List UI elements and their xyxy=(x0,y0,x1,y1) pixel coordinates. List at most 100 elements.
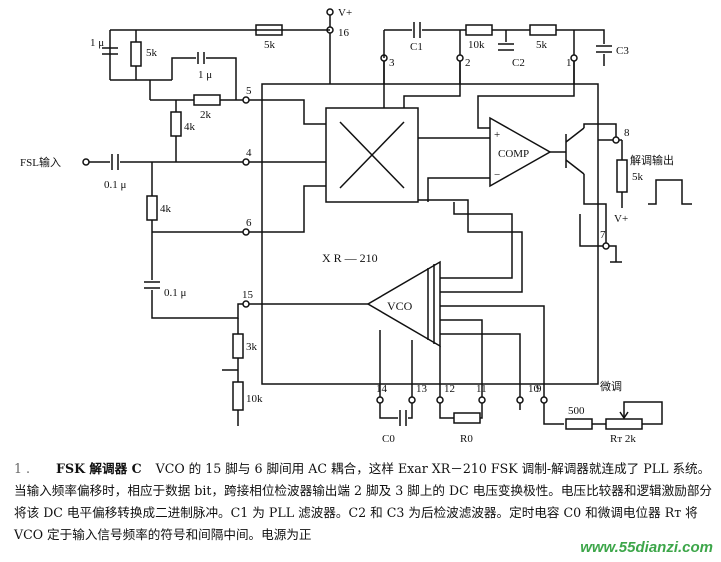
rt-wire xyxy=(623,401,663,425)
comp-minus-feed xyxy=(427,177,490,202)
phase-detector-cross xyxy=(339,121,405,189)
pin7-internal xyxy=(579,214,598,247)
pin4-node xyxy=(242,158,250,166)
pin-12-label: 12 xyxy=(444,383,455,395)
cap-1u-mid-wire xyxy=(206,57,237,88)
comp-plus: + xyxy=(494,129,500,141)
cap-1u-left-label: 1 μ xyxy=(90,37,104,49)
r5k-left xyxy=(130,41,142,67)
r4k-a xyxy=(170,111,182,137)
c3-wire xyxy=(556,29,605,44)
emitter-to-ground xyxy=(583,174,607,244)
r4k-a-label: 4k xyxy=(184,121,196,133)
rt-potentiometer xyxy=(605,418,643,430)
r-out-5k-label: 5k xyxy=(632,171,644,183)
vco-symbol xyxy=(366,260,441,348)
pin9-node xyxy=(540,396,548,404)
pin-9-label: 9 xyxy=(536,383,542,395)
pin-15-label: 15 xyxy=(242,289,254,301)
r0 xyxy=(453,412,481,424)
comp-minus: − xyxy=(494,169,500,181)
r4k-b-label: 4k xyxy=(160,203,172,215)
r500 xyxy=(565,418,593,430)
r4k-b xyxy=(146,195,158,221)
pin10-internal xyxy=(440,333,521,384)
c0-wire xyxy=(408,403,413,419)
pin5-internal xyxy=(262,99,326,125)
r2k xyxy=(193,94,221,106)
r10k-b xyxy=(232,381,244,411)
r-out-5k xyxy=(616,159,628,193)
cap-1u-mid-wire xyxy=(171,57,196,80)
transistor-emitter xyxy=(565,159,585,175)
pin15-node xyxy=(242,300,250,308)
pin5-node xyxy=(242,96,250,104)
pin-16-label: 16 xyxy=(338,27,350,39)
pin11-node xyxy=(478,396,486,404)
pin14-node xyxy=(376,396,384,404)
r10k-b-label: 10k xyxy=(246,393,263,405)
r0-label: R0 xyxy=(460,433,473,445)
pin8-node xyxy=(612,136,620,144)
pin-11-label: 11 xyxy=(476,383,487,395)
pin-13-label: 13 xyxy=(416,383,428,395)
phase-detector-block xyxy=(325,107,419,203)
comparator-symbol xyxy=(489,116,552,188)
pin-3-label: 3 xyxy=(389,57,395,69)
c3-label: C3 xyxy=(616,45,629,57)
vplus-top-node xyxy=(326,8,334,16)
r5k-left-label: 5k xyxy=(146,47,158,59)
cap-1u-mid-label: 1 μ xyxy=(198,69,212,81)
r5k-c2 xyxy=(529,24,557,36)
fine-tune-label: 微调 xyxy=(600,379,622,393)
pin13-node xyxy=(408,396,416,404)
pin1-to-comp xyxy=(477,58,575,129)
r5k-top-label: 5k xyxy=(264,39,276,51)
chip-name: X R — 210 xyxy=(322,251,378,265)
r0-wire xyxy=(480,403,483,419)
pin-10-label: 10 xyxy=(528,383,540,395)
pin-1-label: 1 xyxy=(566,57,572,69)
c2-label: C2 xyxy=(512,57,525,69)
pin12-node xyxy=(436,396,444,404)
caption-body: VCO 的 15 脚与 6 脚间用 AC 耦合，这样 Exar XR－210 F… xyxy=(14,461,713,542)
vplus-out-label: V+ xyxy=(614,213,628,225)
pin6-internal xyxy=(262,185,326,233)
pin7-ground xyxy=(609,245,617,262)
pin10-node xyxy=(516,396,524,404)
r3k-label: 3k xyxy=(246,341,258,353)
rt-label: Rт 2k xyxy=(610,433,636,445)
r0-wire xyxy=(439,403,454,419)
vco-label: VCO xyxy=(387,299,413,313)
pin-4-label: 4 xyxy=(246,147,252,159)
vplus-top-label: V+ xyxy=(338,7,352,19)
r5k-top xyxy=(255,24,283,36)
r2k-label: 2k xyxy=(200,109,212,121)
r10k-top-label: 10k xyxy=(468,39,485,51)
demod-out-label: 解调输出 xyxy=(630,153,674,167)
pin-8-label: 8 xyxy=(624,127,630,139)
fsk-input-node xyxy=(82,158,90,166)
pin-5-label: 5 xyxy=(246,85,252,97)
pin6-node xyxy=(242,228,250,236)
fsk-input-label: FSL输入 xyxy=(20,155,61,169)
output-pulse-waveform xyxy=(648,179,692,205)
r500-label: 500 xyxy=(568,405,585,417)
cap-01u-in-label: 0.1 μ xyxy=(104,179,127,191)
vco-loop-b xyxy=(418,199,523,293)
caption-lead: 1 . xyxy=(14,461,31,476)
c1-label: C1 xyxy=(410,41,423,53)
vco-loop-a xyxy=(440,202,513,279)
site-watermark: www.55dianzi.com xyxy=(580,539,713,556)
transistor-collector xyxy=(565,127,585,143)
r10k-top xyxy=(465,24,493,36)
pin-14-label: 14 xyxy=(376,383,388,395)
pin9-internal xyxy=(440,305,545,384)
xr210-chip-outline xyxy=(261,83,599,385)
pd-to-pin2 xyxy=(403,58,461,108)
pin9-wire xyxy=(543,403,564,425)
pin7-node xyxy=(602,242,610,250)
comp-label: COMP xyxy=(498,148,529,160)
rt-wiper-arrow xyxy=(619,411,629,420)
cap-01u-b-label: 0.1 μ xyxy=(164,287,187,299)
